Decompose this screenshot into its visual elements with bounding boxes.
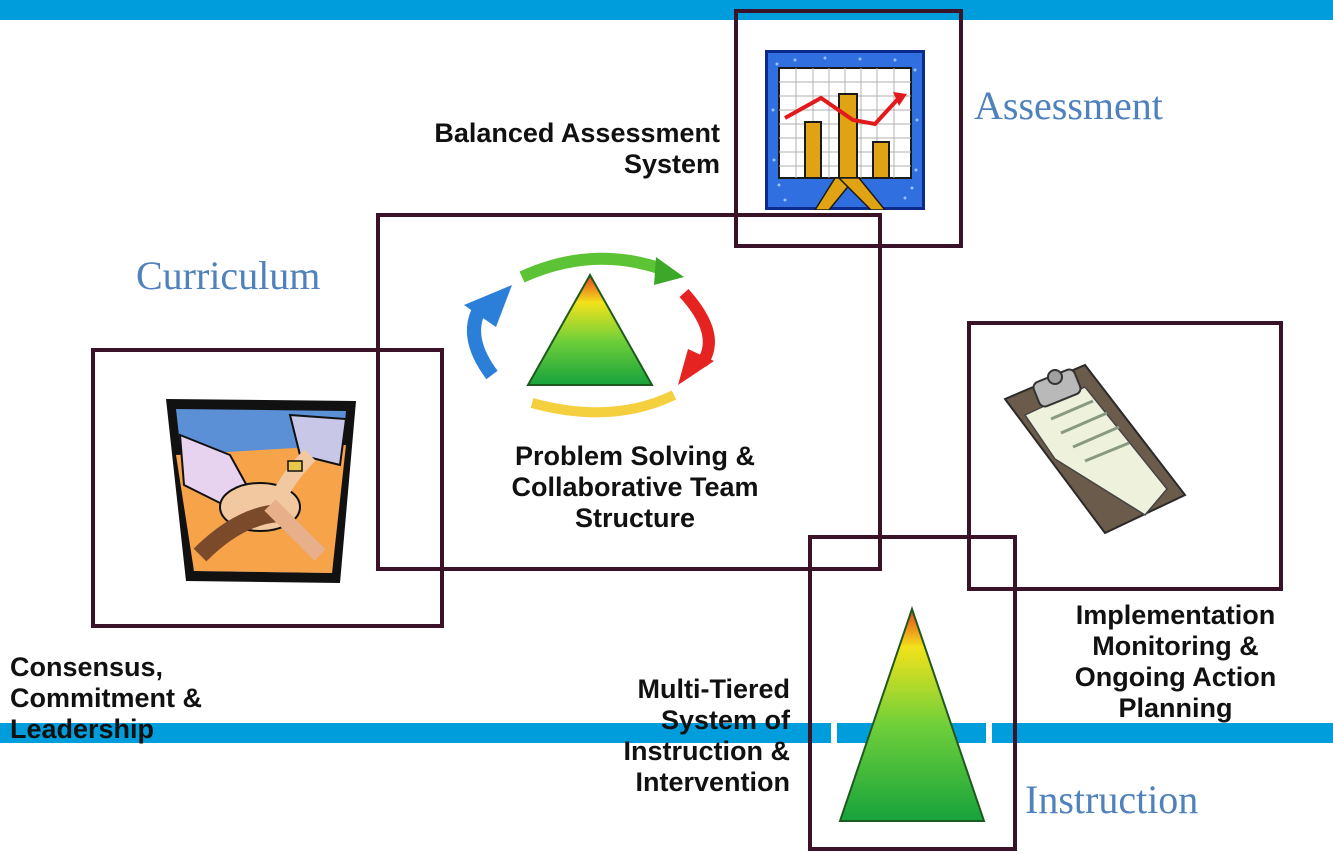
top-banner: [0, 0, 1333, 20]
label-line: Intervention: [635, 767, 790, 797]
bottom-banner: [0, 723, 1333, 743]
implementation-frame: [967, 321, 1283, 591]
bar-chart-icon: [765, 50, 925, 210]
consensus-label: Consensus, Commitment & Leadership: [10, 652, 330, 745]
implementation-label: Implementation Monitoring & Ongoing Acti…: [1018, 600, 1333, 724]
domain-instruction: Instruction: [1025, 777, 1199, 822]
joined-hands-icon: [166, 399, 356, 583]
label-line: Multi-Tiered: [637, 674, 790, 704]
banner-gap: [986, 723, 992, 743]
label-line: System of: [660, 705, 790, 735]
label-line: Balanced Assessment: [434, 118, 720, 148]
label-line: Consensus,: [10, 652, 164, 682]
banner-gap: [831, 723, 837, 743]
label-line: Instruction &: [623, 736, 791, 766]
problem-solving-frame: [376, 213, 882, 571]
label-line: Ongoing Action: [1074, 662, 1277, 692]
label-line: Collaborative Team: [511, 472, 759, 502]
label-line: Structure: [574, 503, 696, 533]
tiered-triangle-icon: [838, 605, 986, 822]
label-line: Commitment &: [10, 683, 203, 713]
assessment-frame: [734, 9, 963, 248]
label-line: Monitoring &: [1092, 631, 1259, 661]
label-line: Implementation: [1075, 600, 1276, 630]
label-line: Problem Solving &: [514, 441, 756, 471]
clipboard-icon: [1003, 363, 1187, 535]
balanced-assessment-label: Balanced Assessment System: [340, 118, 720, 180]
label-line: Planning: [1118, 693, 1233, 723]
label-line: System: [623, 149, 720, 179]
cycle-triangle-icon: [464, 252, 715, 418]
instruction-frame: [808, 535, 1017, 851]
problem-solving-label: Problem Solving & Collaborative Team Str…: [430, 441, 840, 534]
label-line: Leadership: [10, 714, 155, 744]
domain-assessment: Assessment: [974, 83, 1163, 128]
multi-tiered-label: Multi-Tiered System of Instruction & Int…: [520, 674, 791, 798]
domain-curriculum: Curriculum: [136, 253, 321, 298]
consensus-frame: [91, 348, 444, 628]
